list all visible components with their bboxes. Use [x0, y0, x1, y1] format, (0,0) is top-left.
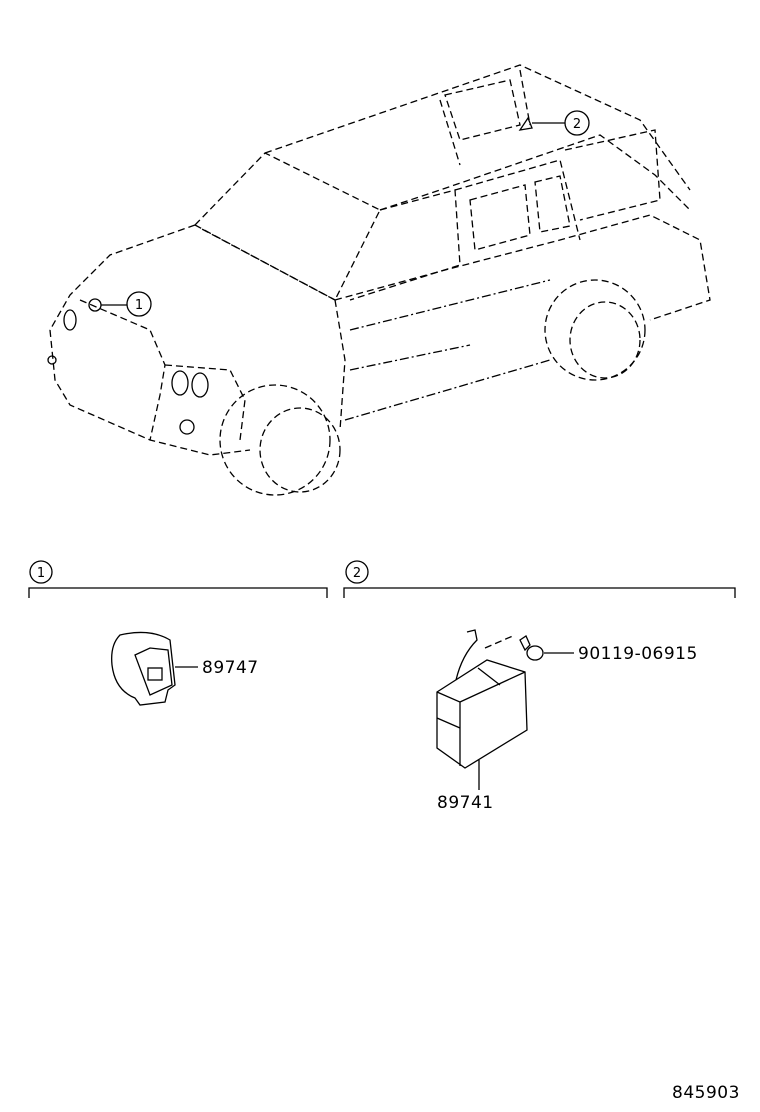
section-2: 2 90119-06915 89741	[343, 560, 736, 813]
section-1: 1 89747	[28, 560, 328, 706]
part-number-89747[interactable]: 89747	[202, 658, 259, 678]
part-89741-illustration	[436, 629, 544, 769]
callout-2: 2	[564, 110, 590, 136]
svg-text:2: 2	[573, 117, 581, 132]
part-number-89741[interactable]: 89741	[437, 793, 494, 813]
diagram-id: 845903	[672, 1083, 740, 1103]
callout-1: 1	[126, 291, 152, 317]
svg-text:1: 1	[37, 566, 45, 581]
part-89747-illustration	[111, 631, 176, 706]
svg-text:2: 2	[353, 566, 361, 581]
vehicle-illustration	[47, 64, 711, 496]
svg-text:1: 1	[135, 298, 143, 313]
part-number-90119-06915[interactable]: 90119-06915	[578, 644, 698, 664]
